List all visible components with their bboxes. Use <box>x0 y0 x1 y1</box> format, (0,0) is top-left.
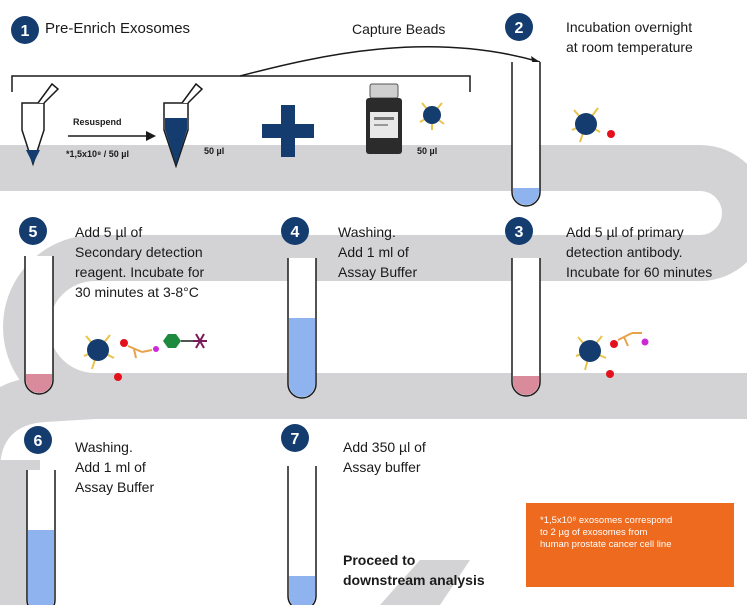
badge-step-7-number: 7 <box>291 431 300 448</box>
badge-step-4: 4 <box>281 217 309 245</box>
footnote-line-3: human prostate cancer cell line <box>540 539 672 550</box>
step-6-text-line-3: Assay Buffer <box>75 479 155 495</box>
track-bottom-diag <box>380 560 470 605</box>
step-4-text-line-1: Washing. <box>338 224 396 240</box>
track-bands <box>0 145 747 419</box>
bead-vial-icon <box>366 83 402 154</box>
step-5-text-line-1: Add 5 µl of <box>75 224 143 240</box>
proceed-line-1: Proceed to <box>343 552 416 568</box>
test-tube-step-6 <box>26 470 56 605</box>
badge-step-6-number: 6 <box>34 433 43 450</box>
step-4-text-line-2: Add 1 ml of <box>338 244 409 260</box>
step-3-text-line-1: Add 5 µl of primary <box>566 224 684 240</box>
badge-step-7: 7 <box>281 424 309 452</box>
step-5-text-line-4: 30 minutes at 3-8°C <box>75 284 199 300</box>
track-band-top <box>0 145 700 191</box>
test-tube-step-2 <box>511 62 541 207</box>
plus-icon <box>262 105 314 157</box>
step-6-text-line-1: Washing. <box>75 439 133 455</box>
footnote-line-2: to 2 µg of exosomes from <box>540 527 648 538</box>
beads-volume-label: 50 µl <box>417 146 438 156</box>
footnote-line-1: *1,5x10⁸ exosomes correspond <box>540 515 673 526</box>
step-5-text-line-2: Secondary detection <box>75 244 203 260</box>
step-4-text-line-3: Assay Buffer <box>338 264 418 280</box>
badge-step-1-number: 1 <box>21 23 30 40</box>
capture-beads-label: Capture Beads <box>352 21 446 37</box>
bead-detection-complex-step-5 <box>83 333 207 381</box>
step-5-text-line-3: reagent. Incubate for <box>75 264 205 280</box>
track-band-middle <box>95 235 700 281</box>
test-tube-step-5 <box>24 256 54 395</box>
badge-step-3: 3 <box>505 217 533 245</box>
test-tube-step-4 <box>287 258 317 399</box>
footnote-box: *1,5x10⁸ exosomes correspond to 2 µg of … <box>526 503 734 587</box>
tube-volume-label: 50 µl <box>204 146 225 156</box>
conical-tube-resuspended <box>163 82 204 169</box>
badge-step-1: 1 <box>11 16 39 44</box>
badge-step-5: 5 <box>19 217 47 245</box>
step-1-title: Pre-Enrich Exosomes <box>45 20 191 37</box>
track-turn-right <box>700 145 747 281</box>
badge-step-2: 2 <box>505 13 533 41</box>
bracket-line <box>11 75 471 92</box>
step-2-text-line-2: at room temperature <box>566 39 693 55</box>
badge-step-3-number: 3 <box>515 224 524 241</box>
capture-bead-icon <box>419 102 445 130</box>
step-2-text-line-1: Incubation overnight <box>566 19 693 35</box>
step-7-text-line-1: Add 350 µl of <box>343 439 426 455</box>
step-3-text-line-3: Incubate for 60 minutes <box>566 264 713 280</box>
badge-step-2-number: 2 <box>515 20 524 37</box>
step-3-text-line-2: detection antibody. <box>566 244 683 260</box>
concentration-label: *1,5x10⁸ / 50 µl <box>66 149 129 159</box>
test-tube-step-7 <box>287 466 317 605</box>
transfer-arrow <box>239 45 541 77</box>
conical-tube-start <box>21 82 60 167</box>
badge-step-6: 6 <box>24 426 52 454</box>
badge-step-4-number: 4 <box>291 224 300 241</box>
badge-step-5-number: 5 <box>29 224 38 241</box>
step-7-text-line-2: Assay buffer <box>343 459 421 475</box>
resuspend-arrow-head <box>146 131 156 141</box>
resuspend-label: Resuspend <box>73 117 122 127</box>
bead-exosome-complex-step-2 <box>571 107 615 143</box>
track-band-lower <box>95 373 747 419</box>
bead-antibody-complex-step-3 <box>575 332 649 378</box>
proceed-line-2: downstream analysis <box>343 572 485 588</box>
step-6-text-line-2: Add 1 ml of <box>75 459 146 475</box>
test-tube-step-3 <box>511 258 541 397</box>
track-lower-curve <box>0 373 95 470</box>
